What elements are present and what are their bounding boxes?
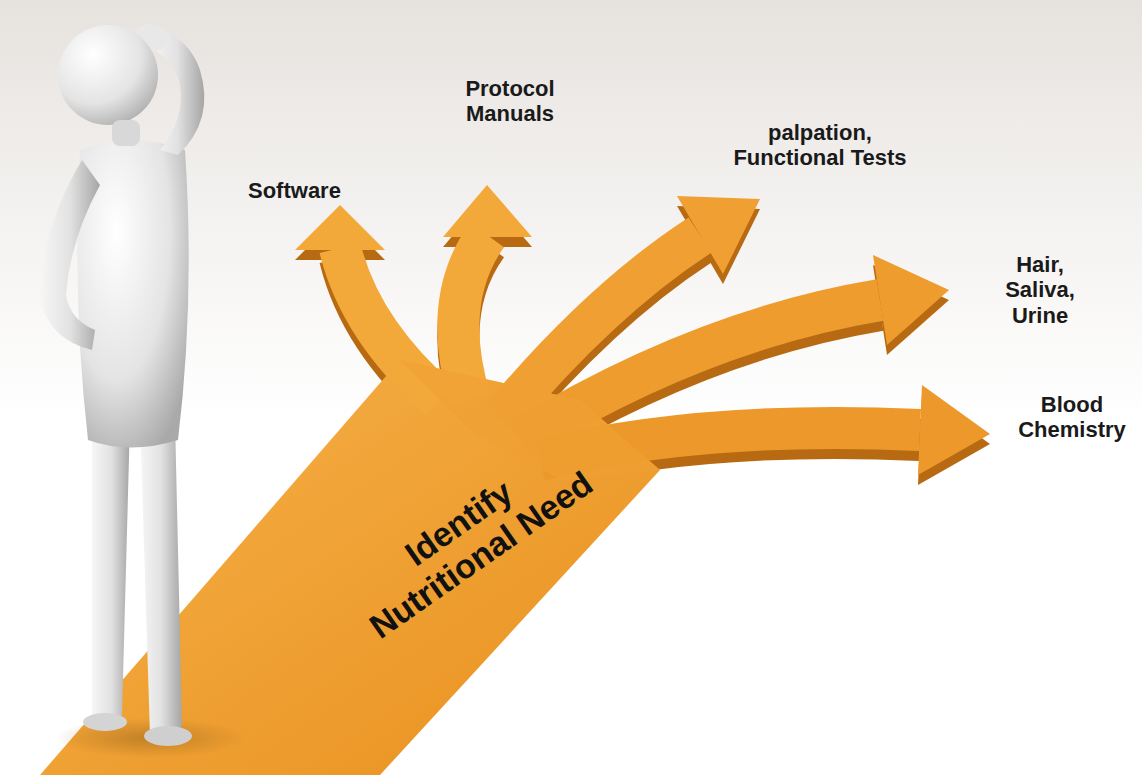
branch-label: Hair, Saliva, Urine	[990, 252, 1090, 328]
branch-label: palpation, Functional Tests	[712, 120, 928, 171]
branch-label: Software	[248, 178, 358, 203]
branch-label: Protocol Manuals	[440, 76, 580, 127]
branch-label: Blood Chemistry	[1008, 392, 1136, 443]
